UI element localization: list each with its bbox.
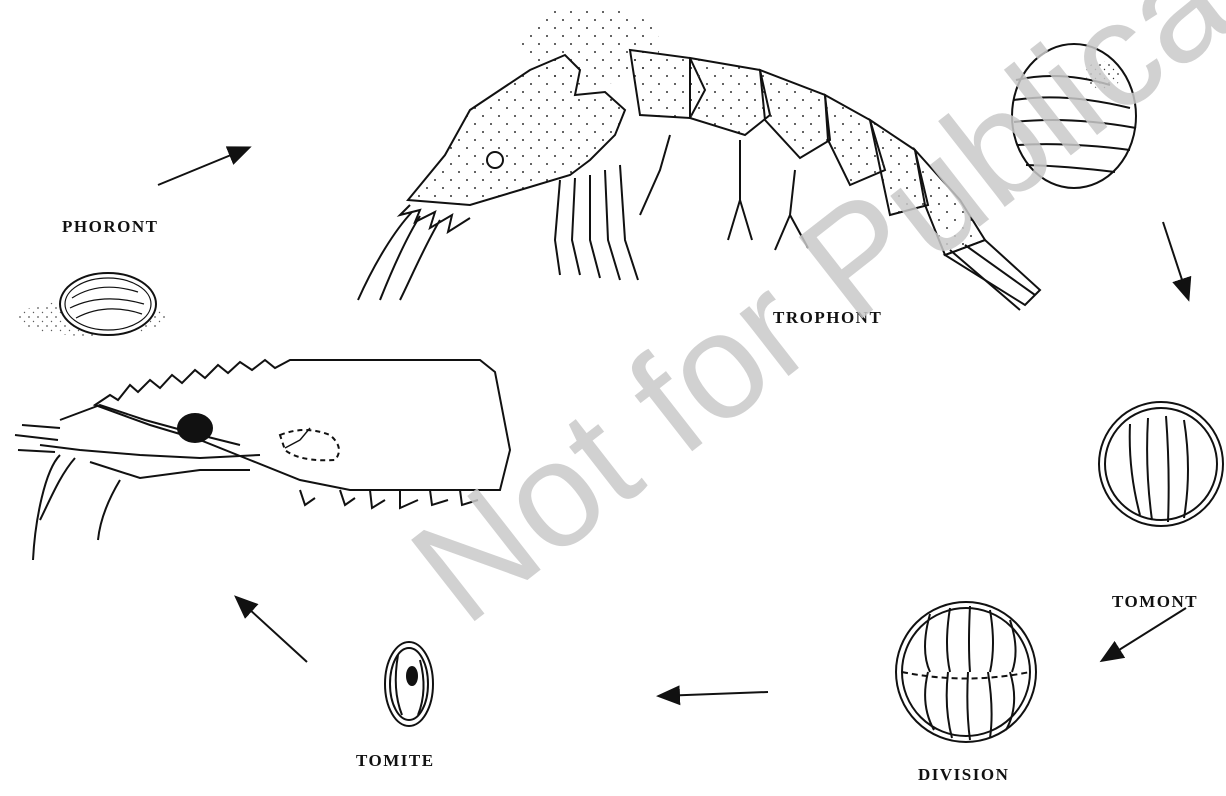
tomont-cyst xyxy=(1099,402,1223,526)
arrow-phoront-to-trophont xyxy=(158,148,248,185)
tomite-label: TOMITE xyxy=(356,751,435,771)
division-cyst xyxy=(896,602,1036,742)
arrow-tomite-to-host xyxy=(237,598,307,662)
arrow-trophont-to-tomont xyxy=(1163,222,1188,298)
arrow-tomont-to-division xyxy=(1103,608,1186,660)
tomite-cell xyxy=(385,642,433,726)
host-shrimp-head xyxy=(15,360,510,560)
trophont-label: TROPHONT xyxy=(773,308,882,328)
arrow-division-to-tomite xyxy=(660,692,768,696)
division-label: DIVISION xyxy=(918,765,1009,785)
tomont-cyst-large xyxy=(1012,44,1136,188)
tomont-label: TOMONT xyxy=(1112,592,1198,612)
trophont-shrimp xyxy=(358,5,1040,310)
phoront-label: PHORONT xyxy=(62,217,158,237)
phoront-cyst xyxy=(17,273,167,336)
